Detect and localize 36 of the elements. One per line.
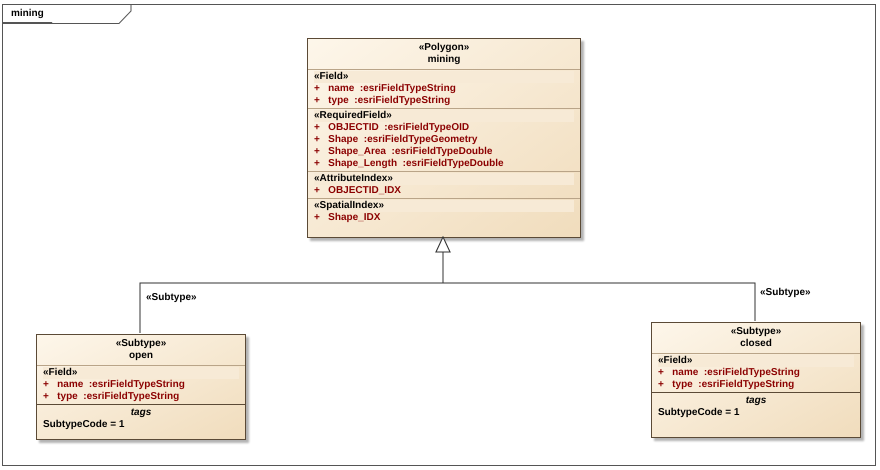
class-name: closed [740, 338, 772, 350]
tags-heading: tags [130, 407, 152, 419]
attribute-row-text: + type :esriFieldTypeString [314, 95, 452, 107]
tags-heading: tags [746, 395, 766, 407]
stereotype-label: «Subtype» [116, 338, 166, 350]
class-box [307, 38, 581, 238]
attribute-row-text: + type :esriFieldTypeString [658, 379, 796, 391]
compartment-heading: «AttributeIndex» [314, 173, 574, 185]
attribute-row-text: + name :esriFieldTypeString [658, 367, 801, 379]
compartment-heading: «Field» [658, 355, 854, 367]
attribute-row-text: + Shape_Area :esriFieldTypeDouble [314, 146, 494, 158]
frame-title: mining [11, 7, 44, 21]
class-box [651, 322, 861, 438]
compartment-heading: «Field» [314, 71, 574, 83]
stereotype-label: «Subtype» [730, 326, 782, 338]
attribute-row-text: + type :esriFieldTypeString [43, 391, 180, 403]
attribute-row-text: + OBJECTID_IDX [314, 185, 402, 197]
edge-label: «Subtype» [760, 287, 811, 299]
generalization-arrow [436, 236, 756, 322]
attribute-row-text: + Shape :esriFieldTypeGeometry [314, 134, 478, 146]
class-name: open [129, 350, 153, 362]
compartment-heading: «Field» [43, 367, 239, 379]
attribute-row-text: + Shape_Length :esriFieldTypeDouble [314, 158, 505, 170]
attribute-row-text: + Shape_IDX [314, 212, 382, 224]
attribute-row-text: + OBJECTID :esriFieldTypeOID [314, 122, 470, 134]
class-box [36, 334, 246, 440]
compartment-heading: «SpatialIndex» [314, 200, 574, 212]
tag-value: SubtypeCode = 1 [658, 407, 740, 419]
tag-value: SubtypeCode = 1 [43, 419, 126, 431]
compartment-heading: «RequiredField» [314, 110, 574, 122]
edge-label: «Subtype» [146, 292, 197, 304]
attribute-row-text: + name :esriFieldTypeString [43, 379, 186, 391]
package-frame [2, 4, 876, 466]
stereotype-label: «Polygon» [418, 42, 470, 54]
attribute-row-text: + name :esriFieldTypeString [314, 83, 457, 95]
class-name: mining [428, 54, 460, 66]
